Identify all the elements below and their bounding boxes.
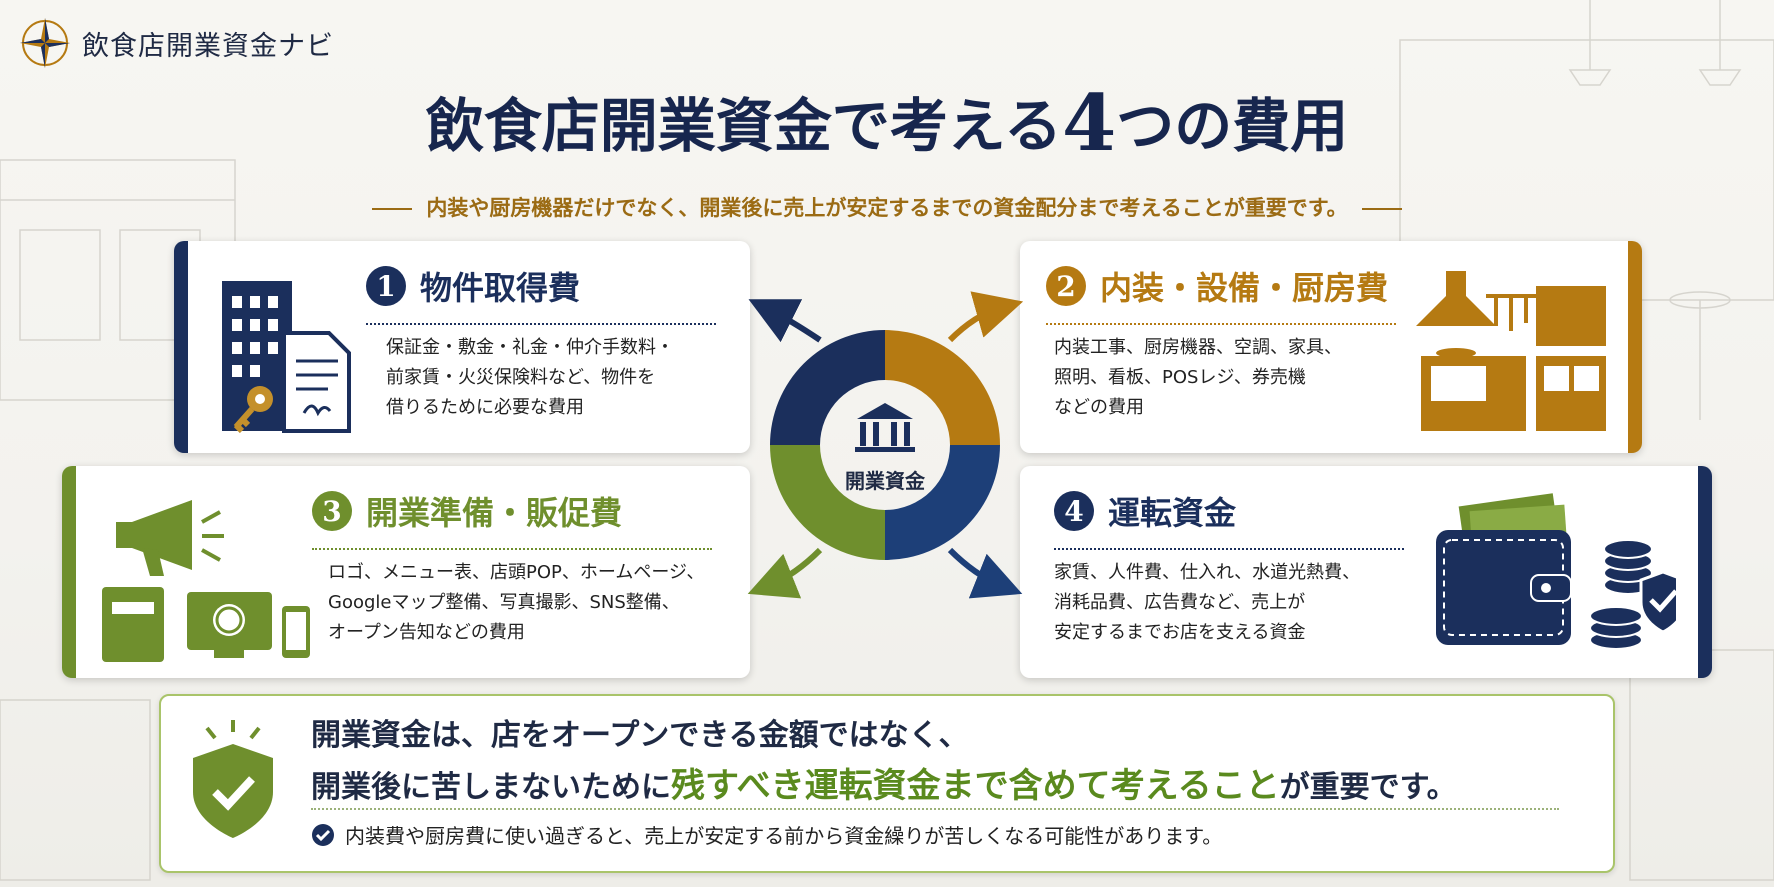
center-diagram: 開業資金 [765, 325, 1005, 565]
card-head: 3 開業準備・販促費 [312, 488, 622, 534]
number-badge: 2 [1046, 266, 1086, 306]
card-divider [366, 323, 716, 325]
arrow-to-card-4 [947, 547, 1023, 599]
desc-line: 借りるために必要な費用 [386, 397, 584, 418]
summary-text-a: 開業後に苦しまないために [311, 770, 671, 805]
summary-highlight: 残すべき運転資金まで含めて考えること [671, 766, 1280, 806]
card-title: 開業準備・販促費 [366, 494, 623, 532]
summary-divider [311, 808, 1559, 810]
compass-icon [20, 18, 70, 68]
card-divider [1054, 548, 1404, 550]
card-description: 家賃、人件費、仕入れ、水道光熱費、 消耗品費、広告費など、売上が 安定するまでお… [1054, 558, 1360, 648]
summary-note: 内装費や厨房費に使い過ぎると、売上が安定する前から資金繰りが苦しくなる可能性があ… [311, 820, 1222, 849]
arrow-to-card-1 [748, 299, 822, 343]
desc-line: 内装工事、厨房機器、空調、家具、 [1054, 337, 1342, 358]
wallet-coins-shield-icon [1436, 493, 1676, 650]
ring-segment-gold [885, 330, 1000, 445]
ring-segment-navy [770, 330, 885, 445]
card-title: 物件取得費 [420, 269, 581, 307]
desc-line: 消耗品費、広告費など、売上が [1054, 592, 1306, 613]
summary-line-2: 開業後に苦しまないために残すべき運転資金まで含めて考えることが重要です。 [311, 758, 1457, 807]
card-accent-bar [1698, 466, 1712, 678]
title-main: 飲食店開業資金で考える [425, 92, 1062, 160]
card-head: 2 内装・設備・厨房費 [1046, 263, 1388, 309]
desc-line: 安定するまでお店を支える資金 [1054, 622, 1306, 643]
brand-name: 飲食店開業資金ナビ [82, 30, 334, 62]
ring-segment-blue [885, 445, 1000, 560]
card-description: 内装工事、厨房機器、空調、家具、 照明、看板、POSレジ、券売機 などの費用 [1054, 333, 1342, 423]
center-label: 開業資金 [845, 469, 925, 493]
card-description: 保証金・敷金・礼金・仲介手数料・ 前家賃・火災保険料など、物件を 借りるために必… [386, 333, 674, 423]
card-head: 4 運転資金 [1054, 488, 1236, 534]
number-badge: 1 [366, 266, 406, 306]
megaphone-menu-devices-icon [102, 500, 310, 662]
ring-segment-green [770, 445, 885, 560]
card-divider [1046, 323, 1396, 325]
building-contract-key-icon [222, 281, 351, 434]
card-working-capital: 4 運転資金 家賃、人件費、仕入れ、水道光熱費、 消耗品費、広告費など、売上が … [1020, 466, 1712, 678]
card-head: 1 物件取得費 [366, 263, 580, 309]
card-description: ロゴ、メニュー表、店頭POP、ホームページ、 Googleマップ整備、写真撮影、… [328, 558, 704, 648]
number-badge: 3 [312, 491, 352, 531]
desc-line: ロゴ、メニュー表、店頭POP、ホームページ、 [328, 562, 705, 583]
subtitle-dash-left [372, 208, 413, 210]
card-title: 内装・設備・厨房費 [1100, 269, 1389, 307]
kitchen-icon [1416, 271, 1606, 431]
title-tail: つの費用 [1116, 92, 1349, 160]
card-interior: 2 内装・設備・厨房費 内装工事、厨房機器、空調、家具、 照明、看板、POSレジ… [1020, 241, 1642, 453]
card-title: 運転資金 [1108, 494, 1237, 532]
subtitle-dash-right [1361, 208, 1402, 210]
summary-line-1: 開業資金は、店をオープンできる金額ではなく、 [311, 718, 969, 753]
subtitle: 内装や厨房機器だけでなく、開業後に売上が安定するまでの資金配分まで考えることが重… [0, 192, 1774, 222]
brand: 飲食店開業資金ナビ [18, 16, 334, 70]
page-title: 飲食店開業資金で考える4つの費用 [0, 78, 1774, 169]
desc-line: Googleマップ整備、写真撮影、SNS整備、 [328, 592, 680, 613]
desc-line: などの費用 [1054, 397, 1144, 418]
note-text: 内装費や厨房費に使い過ぎると、売上が安定する前から資金繰りが苦しくなる可能性があ… [345, 824, 1223, 848]
desc-line: 照明、看板、POSレジ、券売機 [1054, 367, 1306, 388]
number-badge: 4 [1054, 491, 1094, 531]
arrow-to-card-3 [747, 547, 823, 599]
summary-box: 開業資金は、店をオープンできる金額ではなく、 開業後に苦しまないために残すべき運… [159, 694, 1615, 873]
card-divider [312, 548, 712, 550]
card-accent-bar [174, 241, 188, 453]
card-promotion: 3 開業準備・販促費 ロゴ、メニュー表、店頭POP、ホームページ、 Google… [62, 466, 750, 678]
title-number: 4 [1061, 78, 1117, 169]
desc-line: 家賃、人件費、仕入れ、水道光熱費、 [1054, 562, 1361, 583]
shield-check-icon [193, 720, 273, 838]
arrow-to-card-2 [947, 291, 1024, 343]
card-accent-bar [62, 466, 76, 678]
card-property: 1 物件取得費 保証金・敷金・礼金・仲介手数料・ 前家賃・火災保険料など、物件を… [174, 241, 750, 453]
card-accent-bar [1628, 241, 1642, 453]
check-circle-icon [312, 823, 334, 846]
desc-line: オープン告知などの費用 [328, 622, 525, 643]
center-ring [770, 330, 1000, 560]
bank-building-icon [855, 403, 915, 452]
summary-text-b: が重要です。 [1279, 770, 1457, 805]
desc-line: 保証金・敷金・礼金・仲介手数料・ [386, 337, 674, 358]
desc-line: 前家賃・火災保険料など、物件を [386, 367, 656, 388]
subtitle-text: 内装や厨房機器だけでなく、開業後に売上が安定するまでの資金配分まで考えることが重… [426, 196, 1348, 220]
